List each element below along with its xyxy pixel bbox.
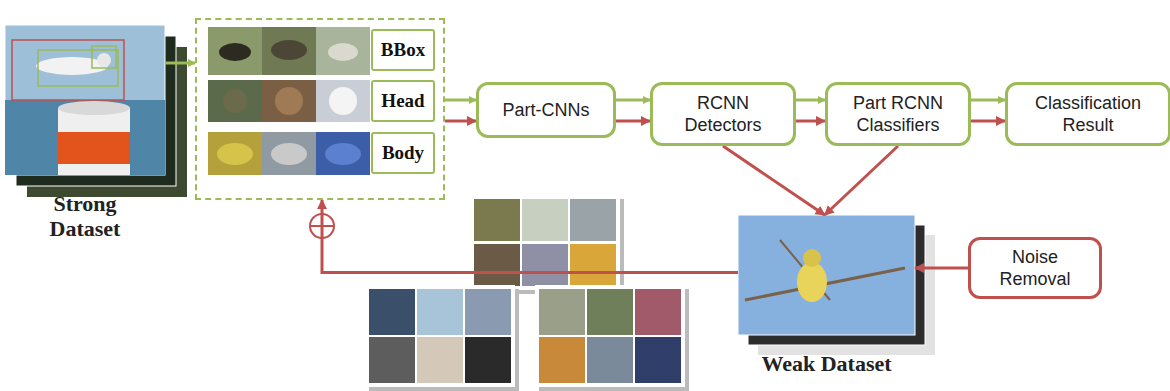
tile <box>465 337 511 383</box>
part-thumbnails <box>208 27 370 175</box>
flow-arrow <box>971 99 1005 102</box>
collage-frame <box>365 285 515 387</box>
tile <box>570 244 616 286</box>
thumb-body <box>325 143 361 165</box>
flow-arrow <box>322 200 738 273</box>
node-label: Part RCNN Classifiers <box>838 92 958 136</box>
tile <box>522 244 568 286</box>
node-label: BBox <box>381 39 425 61</box>
process-box: Classification Result <box>1005 82 1170 146</box>
process-box: Part RCNN Classifiers <box>825 82 971 146</box>
tile <box>539 337 585 383</box>
part-tag: Head <box>371 80 435 122</box>
part-tag: Body <box>371 132 435 174</box>
thumb <box>262 132 316 175</box>
collage-shadow <box>369 289 519 391</box>
photo-sky <box>738 215 915 335</box>
head-mark <box>92 46 116 68</box>
tile <box>474 244 520 286</box>
tile <box>587 337 633 383</box>
tile <box>587 289 633 335</box>
node-label: Noise Removal <box>981 246 1089 290</box>
process-box: RCNN Detectors <box>650 82 796 146</box>
photo-bird-head <box>97 53 111 67</box>
tile <box>417 289 463 335</box>
thumb <box>316 80 370 122</box>
photo-bird-head <box>803 249 821 267</box>
collage <box>535 285 689 391</box>
flow-arrow <box>796 99 825 102</box>
flow-arrow <box>915 267 968 270</box>
thumb-body <box>217 143 253 165</box>
thumb <box>316 132 370 175</box>
tile <box>522 199 568 241</box>
thumb-head <box>275 87 303 115</box>
flow-arrow <box>825 146 898 215</box>
thumb-head <box>329 87 357 115</box>
flow-arrow <box>445 120 476 123</box>
flow-arrow <box>616 99 650 102</box>
photo-post-top <box>58 101 130 115</box>
thumb-body <box>271 143 307 165</box>
flow-arrow <box>616 120 650 123</box>
photo-sky <box>5 25 165 175</box>
part-group: BBoxHeadBody <box>195 18 445 200</box>
flow-arrow <box>165 62 195 65</box>
dataset-image: Weak Dataset <box>738 215 915 335</box>
node-label: RCNN Detectors <box>663 92 783 136</box>
thumb <box>208 27 262 75</box>
thumb <box>262 80 316 122</box>
collage-shadow <box>474 199 624 294</box>
tile <box>417 337 463 383</box>
tile <box>369 289 415 335</box>
dataset-image: Strong Dataset <box>5 25 165 175</box>
collage <box>470 195 624 294</box>
thumb <box>316 27 370 75</box>
process-box: Part-CNNs <box>476 82 616 138</box>
node-label: Body <box>382 142 424 164</box>
thumb-bird <box>328 43 358 61</box>
node-label: Classification Result <box>1018 92 1158 136</box>
photo-post <box>58 108 130 175</box>
dataset-label: Weak Dataset <box>737 351 917 376</box>
flow-arrow <box>796 120 825 123</box>
thumb-bird <box>219 43 251 61</box>
dataset-label: Strong Dataset <box>20 191 150 241</box>
weak-image-stack <box>738 215 935 355</box>
part-tag: BBox <box>371 29 435 71</box>
thumb <box>262 27 316 75</box>
flow-arrow <box>445 99 476 102</box>
node-label: Part-CNNs <box>502 99 589 121</box>
tile <box>369 337 415 383</box>
tile <box>539 289 585 335</box>
bbox-mark <box>12 40 124 100</box>
collage-shadow <box>539 289 689 391</box>
process-box: Noise Removal <box>968 237 1102 299</box>
photo-water <box>5 100 165 175</box>
tile <box>635 289 681 335</box>
strong-image-stack <box>5 25 187 197</box>
flow-arrow <box>723 146 825 215</box>
node-label: Head <box>381 90 424 112</box>
photo-post-band <box>58 132 130 164</box>
thumb <box>208 132 262 175</box>
tile <box>570 199 616 241</box>
collage-frame <box>470 195 620 290</box>
thumb-bird <box>271 40 307 60</box>
flow-arrow <box>971 120 1005 123</box>
photo-bird <box>797 262 827 302</box>
tile <box>635 337 681 383</box>
thumb-head <box>223 89 247 113</box>
tile <box>474 199 520 241</box>
tile <box>465 289 511 335</box>
collage <box>365 285 519 391</box>
collage-frame <box>535 285 685 387</box>
thumb <box>208 80 262 122</box>
